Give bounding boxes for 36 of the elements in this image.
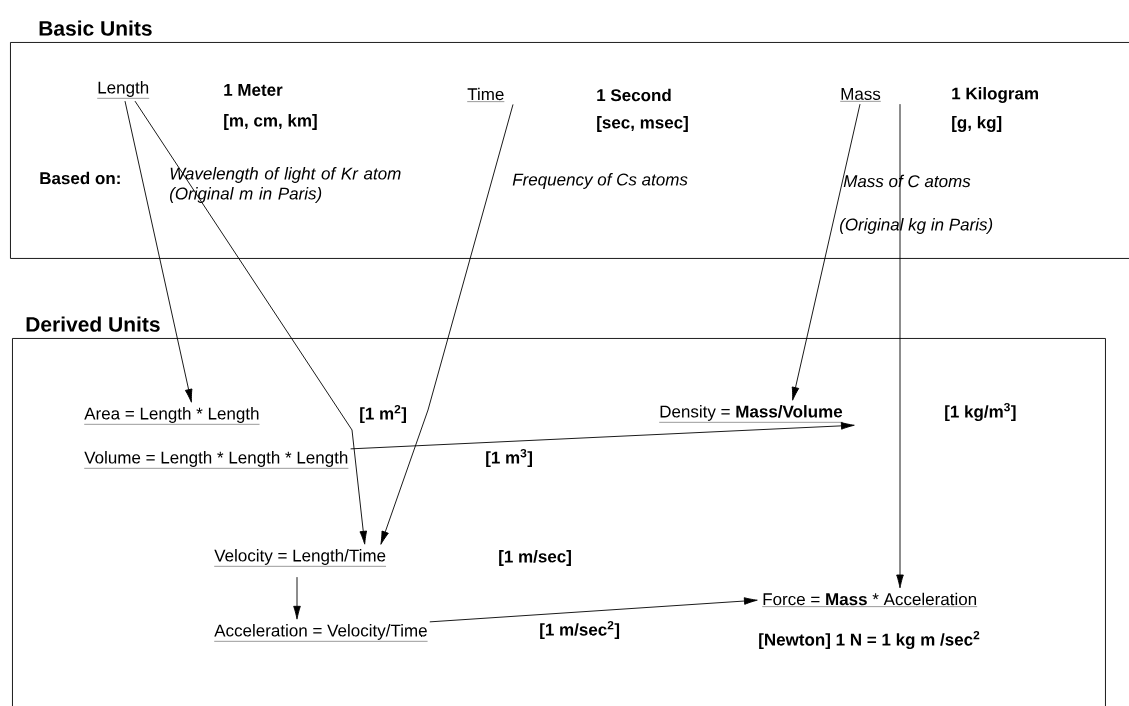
note-text: Mass of C atoms: [843, 174, 971, 188]
unit-text: Based on:: [40, 171, 120, 185]
unit-text: [m, cm, km]: [224, 114, 317, 130]
note-text: (Original kg in Paris): [840, 218, 993, 234]
node-label: Derived Units: [26, 316, 160, 332]
unit-text: [1 m/sec]: [499, 550, 571, 566]
quantity-label: Mass: [840, 88, 882, 102]
unit-text: [g, kg]: [952, 116, 1002, 132]
unit-text: [Newton] 1 N = 1 kg m /sec$^{2}$: [759, 630, 980, 650]
unit-text: 1 Kilogram: [952, 87, 1038, 103]
arrow: [134, 100, 368, 545]
arrow: [380, 104, 514, 545]
unit-text: 1 Meter: [224, 84, 283, 96]
unit-text: [1 kg/m$^{3}$]: [945, 402, 1016, 422]
arrow: [791, 103, 861, 401]
unit-text: [1 m$^{3}$]: [486, 448, 532, 468]
note-text: Frequency of Cs atoms: [512, 173, 688, 189]
formula-text: Volume = Length * Length * Length: [84, 451, 349, 469]
quantity-label: Time: [467, 87, 505, 102]
unit-text: [1 m$^{2}$]: [360, 404, 406, 424]
formula-text: Area = Length * Length: [84, 407, 260, 425]
formula-text: Acceleration = Velocity/Time: [214, 624, 428, 642]
unit-text: [1 m/sec$^{2}$]: [540, 620, 620, 640]
arrow: [124, 100, 193, 403]
arrow: [350, 422, 855, 450]
formula-text: Velocity = Length/Time: [214, 549, 387, 567]
arrow: [896, 103, 904, 589]
unit-text: [sec, msec]: [597, 116, 688, 132]
formula-text: Density = Mass/Volume: [659, 405, 843, 423]
unit-text: 1 Second: [597, 88, 671, 102]
arrow: [429, 597, 758, 623]
node-label: Basic Units: [39, 20, 152, 36]
formula-text: Force = Mass* Acceleration: [762, 592, 978, 607]
quantity-label: Length: [97, 81, 150, 99]
arrow: [293, 576, 301, 620]
note-text: Wavelength of light of Kr atom (Original m in Paris): [170, 167, 401, 203]
